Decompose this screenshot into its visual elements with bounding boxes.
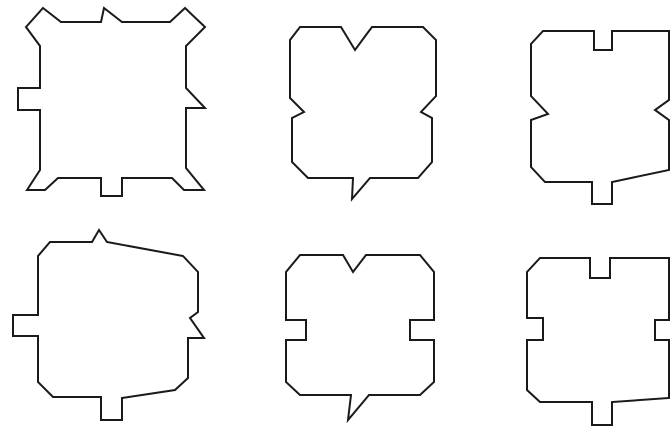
shape-row1-col1 [18, 8, 205, 196]
shape-row1-col2 [290, 27, 436, 199]
shape-row2-col1 [13, 230, 204, 420]
shape-row1-col3 [531, 31, 669, 204]
shape-row2-col3 [527, 258, 669, 425]
shapes-grid [13, 8, 669, 425]
shape-row2-col2 [286, 255, 434, 420]
